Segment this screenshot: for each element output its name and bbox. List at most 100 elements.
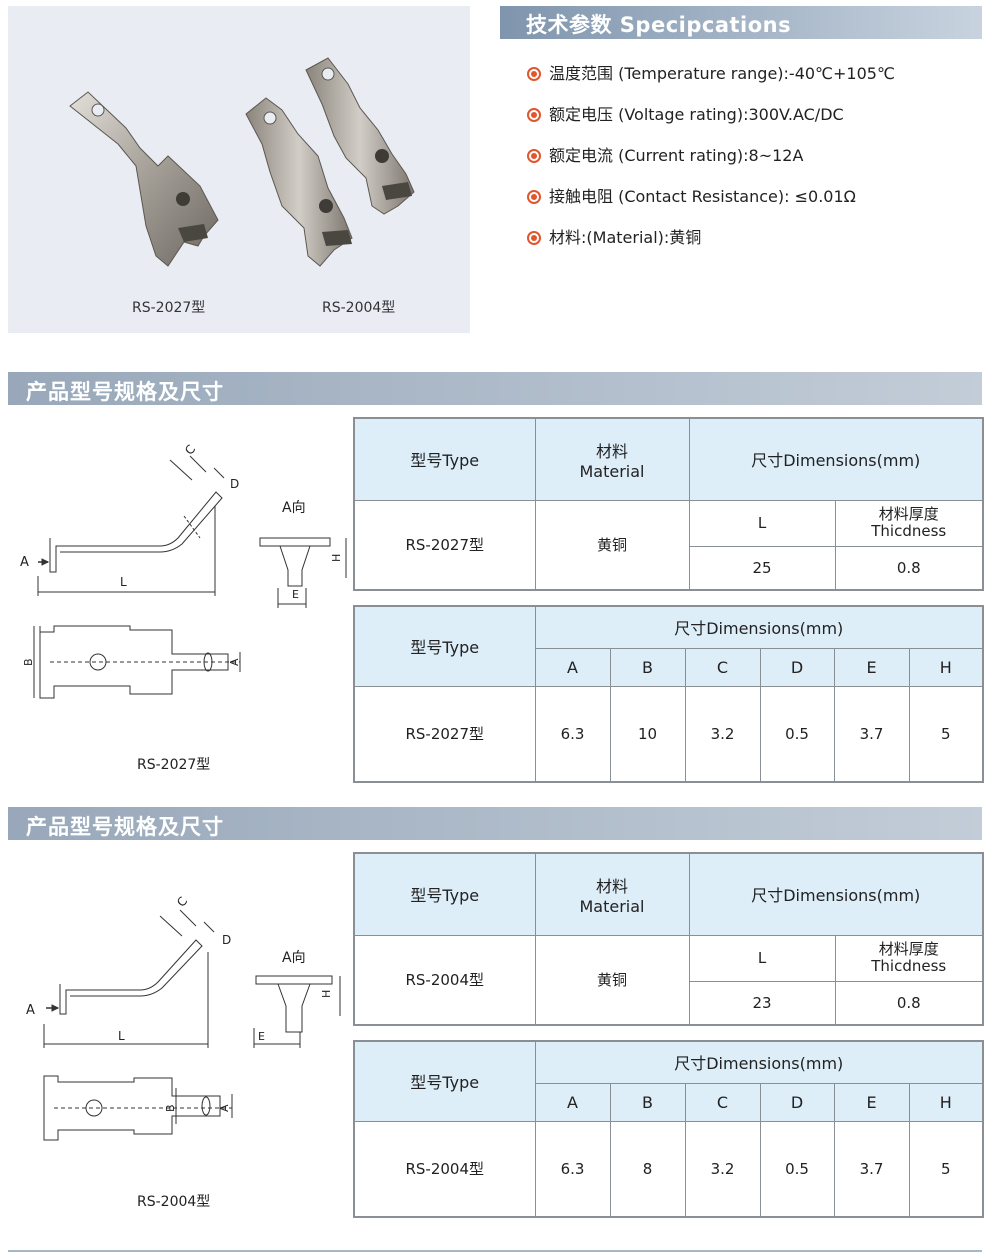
section-header-rs2027: 产品型号规格及尺寸 <box>8 372 982 405</box>
col-dim-h: H <box>908 647 984 687</box>
top-view-rs2027 <box>33 625 241 699</box>
cell-dim-a: 6.3 <box>534 685 611 783</box>
cell-dim-d: 0.5 <box>759 1120 835 1218</box>
dim-label-l: L <box>120 575 127 589</box>
col-dimensions: 尺寸Dimensions(mm) <box>688 852 984 936</box>
col-type: 型号Type <box>353 1040 536 1122</box>
terminal-rs2004-image-1 <box>245 97 353 267</box>
cell-dim-b: 10 <box>609 685 686 783</box>
terminal-rs2027-image <box>69 91 219 267</box>
dim-label-d: D <box>230 477 239 491</box>
top-view-rs2004 <box>43 1075 233 1141</box>
dim-label-a: A <box>20 555 29 570</box>
product-photo-panel: RS-2027型 RS-2004型 <box>8 6 470 333</box>
spec-item-material: 材料:(Material):黄铜 <box>527 224 701 248</box>
col-dim-h: H <box>908 1082 984 1122</box>
a-view-rs2004 <box>253 975 341 1048</box>
dim-label-h: H <box>330 554 343 562</box>
cell-dim-h: 5 <box>908 685 984 783</box>
technical-drawing-rs2004: A L C D A向 H E B A <box>26 894 341 1141</box>
spec-item-temperature: 温度范围 (Temperature range):-40℃+105℃ <box>527 60 895 84</box>
cell-dim-b: 8 <box>609 1120 686 1218</box>
cell-model: RS-2027型 <box>353 685 536 783</box>
product-photo <box>69 57 415 267</box>
bullet-icon <box>527 190 541 204</box>
col-material-cn: 材料 <box>595 876 628 896</box>
cell-l-value: 23 <box>688 980 836 1026</box>
dim-label-c: C <box>174 894 190 909</box>
col-thickness-cn: 材料厚度 <box>878 505 939 523</box>
cell-dim-e: 3.7 <box>833 685 910 783</box>
col-thickness-en: Thicdness <box>871 957 947 975</box>
col-type: 型号Type <box>353 417 536 501</box>
spec-item-label: 接触电阻 (Contact Resistance): ≤0.01Ω <box>549 187 856 206</box>
col-dim-c: C <box>684 647 761 687</box>
spec-item-resistance: 接触电阻 (Contact Resistance): ≤0.01Ω <box>527 183 856 207</box>
spec-item-label: 温度范围 (Temperature range):-40℃+105℃ <box>549 64 895 83</box>
photo-caption-rs2027: RS-2027型 <box>132 300 206 316</box>
terminal-rs2004-image-2 <box>305 57 415 215</box>
spec-item-label: 材料:(Material):黄铜 <box>549 228 702 247</box>
dim-label-h: H <box>320 990 333 998</box>
col-l: L <box>688 934 836 982</box>
cell-model: RS-2004型 <box>353 1120 536 1218</box>
cell-dim-h: 5 <box>908 1120 984 1218</box>
section-header-rs2004: 产品型号规格及尺寸 <box>8 807 982 840</box>
col-dim-d: D <box>759 647 835 687</box>
col-material-cn: 材料 <box>595 441 628 461</box>
col-material-en: Material <box>579 896 645 916</box>
col-type: 型号Type <box>353 852 536 936</box>
spec-item-label: 额定电压 (Voltage rating):300V.AC/DC <box>549 105 844 124</box>
spec-item-voltage: 额定电压 (Voltage rating):300V.AC/DC <box>527 101 844 125</box>
cell-thickness-value: 0.8 <box>834 980 984 1026</box>
col-dimensions: 尺寸Dimensions(mm) <box>534 1040 984 1084</box>
spec-header: 技术参数 Specipcations <box>500 6 982 39</box>
side-view-rs2004 <box>43 909 215 1048</box>
a-view-label: A向 <box>282 500 306 516</box>
cell-dim-e: 3.7 <box>833 1120 910 1218</box>
bullet-icon <box>527 149 541 163</box>
a-view-rs2027 <box>259 537 347 608</box>
spec-table-rs2004-dimensions: 型号Type 尺寸Dimensions(mm) A B C D E H RS-2… <box>353 1040 985 1218</box>
technical-drawing-rs2027: A L C D A向 H E B A <box>20 442 347 699</box>
dim-label-l: L <box>118 1029 125 1043</box>
spec-title: 技术参数 Specipcations <box>526 13 792 37</box>
dim-label-b: B <box>164 1104 177 1112</box>
bullet-icon <box>527 108 541 122</box>
col-dim-b: B <box>609 1082 686 1122</box>
col-dim-e: E <box>833 647 910 687</box>
col-dim-a: A <box>534 647 611 687</box>
side-view-rs2027 <box>37 455 225 596</box>
dim-label-a: A <box>26 1003 35 1018</box>
dim-label-b: B <box>22 658 35 666</box>
col-dim-a: A <box>534 1082 611 1122</box>
spec-item-label: 额定电流 (Current rating):8~12A <box>549 146 804 165</box>
dim-label-a2: A <box>218 1104 231 1112</box>
col-dim-c: C <box>684 1082 761 1122</box>
a-view-label: A向 <box>282 950 306 966</box>
section-title: 产品型号规格及尺寸 <box>26 380 224 404</box>
cell-model: RS-2027型 <box>353 499 536 591</box>
spec-item-current: 额定电流 (Current rating):8~12A <box>527 142 803 166</box>
cell-dim-d: 0.5 <box>759 685 835 783</box>
dim-label-e: E <box>292 588 299 601</box>
col-type: 型号Type <box>353 605 536 687</box>
cell-thickness-value: 0.8 <box>834 545 984 591</box>
col-dim-d: D <box>759 1082 835 1122</box>
cell-dim-a: 6.3 <box>534 1120 611 1218</box>
bottom-divider <box>8 1250 982 1252</box>
dim-label-c: C <box>182 442 198 457</box>
photo-caption-rs2004: RS-2004型 <box>322 300 396 316</box>
dim-label-a2: A <box>228 658 241 666</box>
col-material-en: Material <box>579 461 645 481</box>
cell-material: 黄铜 <box>534 499 690 591</box>
drawing-caption-rs2027: RS-2027型 <box>137 757 211 773</box>
spec-table-rs2027-dimensions: 型号Type 尺寸Dimensions(mm) A B C D E H RS-2… <box>353 605 985 783</box>
section-title: 产品型号规格及尺寸 <box>26 815 224 839</box>
col-l: L <box>688 499 836 547</box>
cell-l-value: 25 <box>688 545 836 591</box>
